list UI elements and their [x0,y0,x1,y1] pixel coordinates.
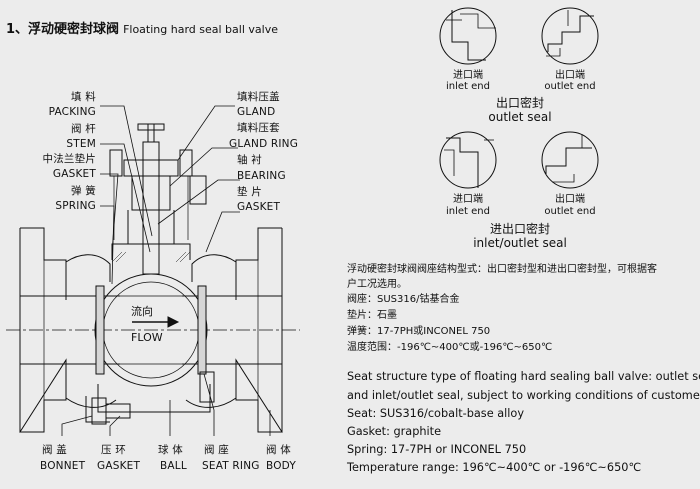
caption-outlet-seal-en: outlet seal [488,110,552,124]
section-number: 1、 [6,22,29,37]
caption-inlet-1-en: inlet end [446,81,490,92]
label-gasket-cn: 中法兰垫片 [42,153,96,165]
caption-outlet-seal-cn: 出口密封 [495,96,544,110]
label-packing-cn: 填 料 [71,91,96,103]
label-spring-cn: 弹 簧 [71,185,96,197]
desc-en-spring: Spring: 17-7PH or INCONEL 750 [347,443,527,456]
label-stem-cn: 阀 杆 [71,123,96,135]
seat-ring-left [95,285,105,375]
caption-inlet-1-cn: 进口端 [453,70,483,81]
label-seat-ring-cn: 阀 座 [204,444,229,456]
title-chinese: 浮动硬密封球阀 [28,22,120,37]
flow-label-cn: 流向 [131,305,153,318]
label-gland-en: GLAND [237,106,276,118]
label-spring-en: SPRING [55,200,96,212]
desc-cn-seat: 阀座：SUS316/钴基合金 [347,294,460,305]
label-gasket2-en: GASKET [237,201,281,213]
label-bearing-en: BEARING [237,170,286,182]
desc-cn-temperature: 温度范围：-196℃~400℃或-196℃~650℃ [347,342,553,353]
caption-outlet-2-cn: 出口端 [555,194,585,205]
desc-cn-line-2: 户工况选用。 [347,279,407,290]
label-body-en: BODY [266,460,297,472]
detail-io-seal-outlet [541,131,599,189]
seat-ring-right [197,285,207,375]
desc-en-temperature: Temperature range: 196℃~400℃ or -196℃~65… [347,461,642,474]
label-stem-en: STEM [66,138,96,150]
gland [123,159,179,177]
label-bearing-cn: 轴 衬 [237,154,262,166]
caption-io-seal-en: inlet/outlet seal [473,236,567,250]
title-english: Floating hard seal ball valve [123,23,278,36]
desc-en-gasket: Gasket: graphite [347,425,442,438]
flow-label-en: FLOW [131,331,163,344]
label-seat-ring-en: SEAT RING [202,460,260,472]
label-ball-en: BALL [160,460,187,472]
desc-en-seat: Seat: SUS316/cobalt-base alloy [347,407,525,420]
label-gasket-en: GASKET [52,168,96,180]
label-gland-cn: 填料压盖 [237,91,280,103]
label-gland-ring-en: GLAND RING [229,138,299,150]
label-ball-cn: 球 体 [158,444,183,456]
detail-outlet-seal-outlet [541,7,599,65]
caption-io-seal-cn: 进出口密封 [489,222,550,236]
detail-io-seal-inlet [439,131,497,189]
detail-outlet-seal-inlet [439,7,497,65]
valve-body [65,254,117,408]
desc-en-line-2: and inlet/outlet seal, subject to workin… [347,389,700,402]
label-packing-en: PACKING [48,106,96,118]
label-gland-ring-cn: 填料压套 [237,122,280,134]
label-body-cn: 阀 体 [266,444,291,456]
valve-stem [142,141,160,275]
caption-outlet-1-en: outlet end [544,81,596,92]
desc-cn-line-1: 浮动硬密封球阀阀座结构型式：出口密封型和进出口密封型，可根据客 [347,264,657,275]
desc-en-line-1: Seat structure type of floating hard sea… [347,370,700,383]
caption-inlet-2-en: inlet end [446,206,490,217]
label-press-ring-cn: 压 环 [101,444,126,456]
label-press-ring-en: GASKET [97,460,141,472]
caption-outlet-1-cn: 出口端 [555,70,585,81]
label-bonnet-en: BONNET [40,460,86,472]
label-bonnet-cn: 阀 盖 [42,444,67,456]
caption-inlet-2-cn: 进口端 [453,194,483,205]
label-gasket2-cn: 垫 片 [237,186,262,198]
desc-cn-spring: 弹簧：17-7PH或INCONEL 750 [347,326,491,337]
desc-cn-gasket: 垫片：石墨 [347,310,397,321]
caption-outlet-2-en: outlet end [544,206,596,217]
